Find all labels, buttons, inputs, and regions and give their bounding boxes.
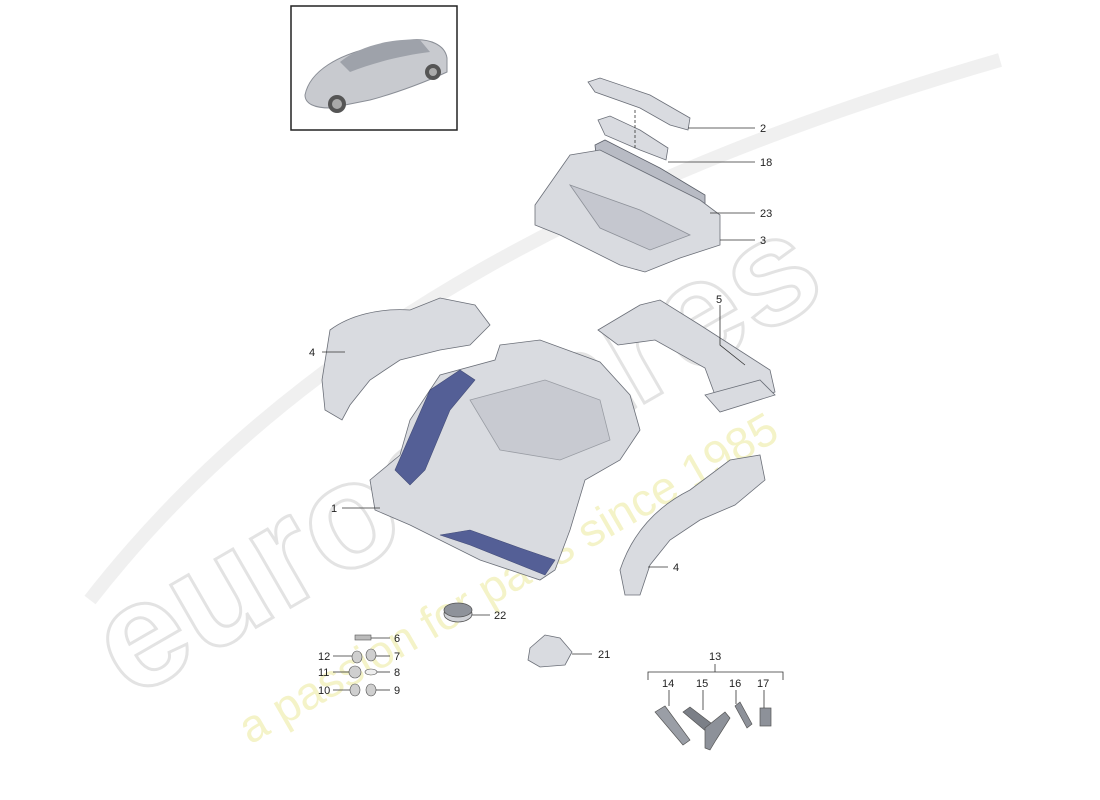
part-side-member-5 [597,299,776,413]
callout-5: 5 [716,294,722,306]
callout-7: 7 [394,651,400,663]
callout-3: 3 [760,235,766,247]
callout-18: 18 [760,157,772,169]
part-plug-22 [443,602,473,623]
callout-21: 21 [598,649,610,661]
callout-10: 10 [318,685,330,697]
callout-4-left: 4 [309,347,315,359]
callout-11: 11 [318,667,329,679]
part-rear-floor-assembly [369,339,641,581]
callout-2: 2 [760,123,766,135]
callout-6: 6 [394,633,400,645]
callout-15: 15 [696,678,708,690]
callout-23: 23 [760,208,772,220]
callout-17: 17 [757,678,769,690]
part-rear-panel-3 [534,149,721,273]
leader-lines [322,110,784,710]
car-thumbnail [290,5,458,131]
part-wheel-arch-right [619,454,766,596]
callout-16: 16 [729,678,741,690]
callout-9: 9 [394,685,400,697]
callout-1: 1 [331,503,337,515]
callout-numbers: 2 18 23 3 5 4 1 4 22 21 6 7 8 9 12 11 10… [309,123,772,697]
callout-14: 14 [662,678,674,690]
callout-4-right: 4 [673,562,679,574]
callout-22: 22 [494,610,506,622]
part-wheel-arch-left [321,297,491,421]
sealant-tools [654,701,772,751]
callout-13: 13 [709,651,721,663]
callout-8: 8 [394,667,400,679]
callout-12: 12 [318,651,330,663]
part-bracket-21 [527,634,573,668]
